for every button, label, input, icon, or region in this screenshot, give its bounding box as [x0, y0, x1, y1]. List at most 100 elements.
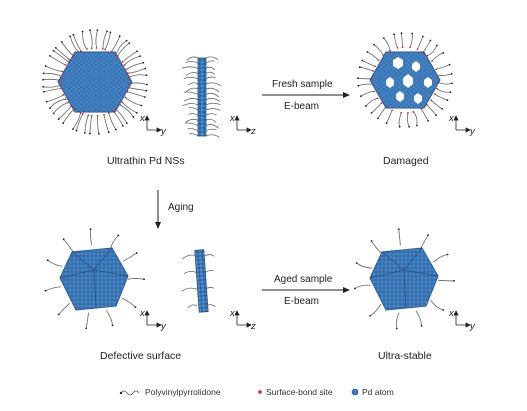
pvp-ligand-end	[421, 35, 424, 38]
pvp-ligand	[183, 271, 198, 274]
pvp-ligand-end	[52, 112, 55, 115]
pvp-ligand	[362, 60, 376, 67]
pvp-ligand-end	[83, 132, 86, 134]
surface-bond-site	[121, 101, 124, 104]
axis-x-label-bl: x	[139, 308, 146, 319]
axis-x-label-tr: x	[448, 113, 455, 124]
aged-nanosheet-view	[44, 228, 145, 330]
pvp-ligand	[365, 97, 378, 107]
axis-z-label-ts: z	[250, 126, 256, 137]
pvp-ligand	[204, 270, 214, 274]
pvp-ligand	[106, 310, 113, 326]
pvp-ligand-end	[451, 82, 453, 85]
pvp-ligand	[183, 91, 199, 95]
pvp-ligand	[373, 44, 384, 56]
pvp-ligand-end	[45, 100, 48, 103]
pvp-ligand	[124, 55, 141, 66]
pvp-ligand	[205, 60, 215, 64]
pvp-ligand-end	[369, 315, 372, 317]
surface-bond-site	[127, 86, 130, 89]
pvp-ligand	[47, 259, 63, 267]
surface-bond-site	[64, 98, 67, 100]
pvp-ligand	[434, 93, 448, 101]
pvp-ligand-end	[109, 31, 112, 34]
pvp-ligand-end	[415, 124, 418, 127]
pvp-ligand	[49, 98, 66, 109]
pvp-ligand	[371, 240, 383, 254]
surface-bond-site	[376, 97, 379, 100]
pvp-ligand	[354, 284, 371, 289]
pvp-ligand-end	[385, 122, 388, 125]
pvp-ligand	[126, 62, 144, 70]
pvp-ligand	[43, 72, 62, 77]
pvp-ligand	[73, 34, 82, 52]
pvp-ligand	[127, 278, 145, 280]
surface-bond-site	[96, 115, 99, 117]
pvp-ligand-end	[44, 289, 47, 292]
pvp-ligand	[43, 78, 62, 81]
pvp-ligand	[108, 112, 117, 130]
surface-bond-site	[72, 54, 75, 57]
pvp-ligand	[58, 302, 71, 315]
pvp-ligand	[45, 286, 61, 292]
pvp-ligand	[359, 66, 374, 72]
pvp-ligand	[49, 55, 66, 66]
surface-bond-site	[60, 79, 62, 82]
pvp-ligand-end	[89, 29, 91, 32]
axis-x-label-bs: x	[229, 308, 236, 319]
surface-bond-site	[121, 61, 124, 63]
pvp-ligand	[430, 99, 443, 110]
pvp-ligand	[205, 56, 219, 61]
pvp-ligand	[205, 118, 217, 123]
pvp-ligand-end	[81, 30, 84, 33]
pvp-ligand-end	[450, 73, 453, 75]
label-e-beam-top: E-beam	[284, 101, 320, 112]
pvp-ligand	[386, 110, 393, 124]
pvp-ligand-end	[122, 125, 124, 127]
pvp-ligand-end	[125, 39, 128, 42]
surface-bond-site	[401, 46, 404, 48]
pvp-ligand-end	[128, 42, 131, 44]
pvp-ligand	[401, 33, 403, 48]
surface-bond-site	[107, 112, 110, 114]
pvp-ligand	[127, 68, 146, 74]
pvp-ligand	[110, 235, 119, 250]
label-aging: Aging	[168, 202, 194, 213]
pvp-ligand	[104, 32, 111, 50]
pvp-ligand-end	[42, 72, 45, 75]
pvp-ligand	[185, 72, 199, 77]
pvp-ligand-end	[427, 119, 430, 122]
pvp-ligand	[398, 229, 401, 246]
surface-bond-site	[60, 87, 63, 90]
surface-bond-site	[373, 90, 375, 93]
damaged-nanosheet	[357, 32, 453, 128]
aging-arrow	[155, 190, 161, 229]
pvp-ligand-end	[134, 306, 137, 308]
pvp-ligand-end	[370, 240, 373, 242]
pvp-ligand	[188, 82, 199, 86]
surface-bond-site	[73, 108, 76, 110]
label-aged-sample: Aged sample	[274, 274, 333, 285]
pvp-ligand-end	[132, 116, 135, 118]
pvp-ligand	[437, 73, 452, 77]
pvp-ligand	[426, 104, 437, 116]
pvp-ligand	[367, 51, 379, 61]
axis-x-label-ts: x	[229, 113, 236, 124]
pvp-ligand	[53, 102, 69, 114]
pvp-ligand-end	[69, 35, 72, 38]
label-e-beam-bottom: E-beam	[284, 296, 320, 307]
axis-xz-top	[234, 115, 252, 133]
pvp-ligand-end	[140, 104, 143, 107]
pvp-ligand	[430, 299, 444, 311]
pvp-ligand	[205, 71, 216, 75]
surface-bond-site	[66, 60, 69, 63]
pvp-ligand-end	[366, 51, 369, 53]
pvp-ligand-end	[357, 77, 359, 80]
pvp-ligand-end	[107, 131, 110, 134]
surface-bond-site	[125, 68, 128, 71]
pvp-ligand	[422, 40, 431, 53]
pvp-ligand-end	[118, 35, 121, 38]
surface-bond-site	[433, 93, 436, 96]
surface-bond-site	[116, 55, 119, 58]
legend-label-pd-atom: Pd atom	[362, 387, 394, 397]
